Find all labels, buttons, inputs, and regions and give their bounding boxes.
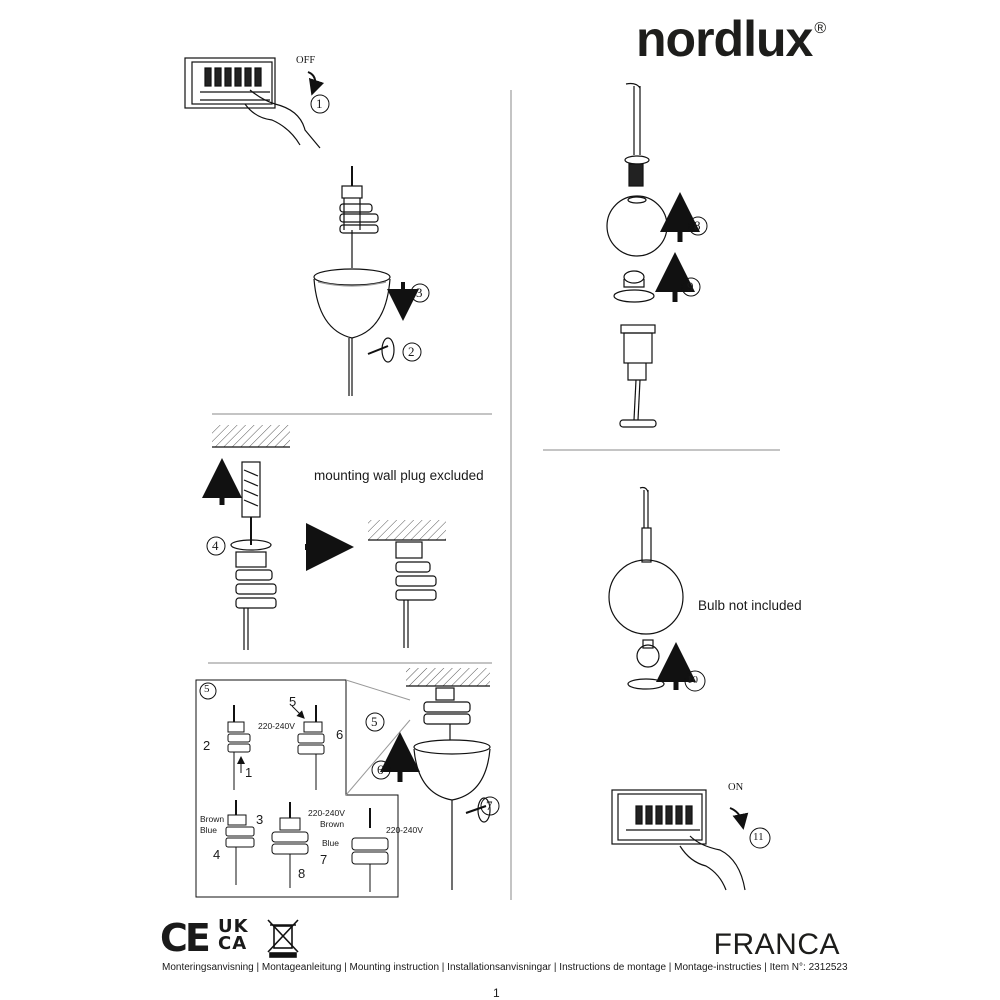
wiring-num-8: 8 bbox=[298, 866, 306, 881]
wiring-sub-figures bbox=[225, 705, 389, 892]
wall-plug-and-bracket bbox=[230, 461, 277, 650]
wiring-brown-1: Brown bbox=[200, 814, 225, 824]
wall-plug-note: mounting wall plug excluded bbox=[314, 468, 484, 483]
step-1-circle bbox=[310, 94, 330, 114]
ukca-mark-ca: CA bbox=[218, 933, 248, 954]
section-dividers bbox=[208, 90, 780, 900]
page-number: 1 bbox=[493, 986, 500, 1000]
wiring-voltage-2: 220-240V bbox=[308, 808, 345, 818]
wiring-num-4: 4 bbox=[213, 847, 221, 862]
step-4-number: 4 bbox=[212, 538, 219, 553]
step-5-circle-detail bbox=[199, 682, 217, 700]
wiring-blue-1: Blue bbox=[200, 825, 218, 835]
step-10-circle bbox=[684, 670, 706, 692]
assembled-pendant bbox=[608, 486, 684, 690]
step-7-number: 7 bbox=[486, 798, 493, 813]
wiring-num-7: 7 bbox=[320, 852, 328, 867]
wiring-num-1: 1 bbox=[245, 765, 253, 780]
off-label: OFF bbox=[296, 55, 316, 66]
wiring-num-2: 2 bbox=[203, 738, 211, 753]
ukca-mark: UK CA bbox=[218, 916, 249, 954]
off-arrow-icon bbox=[307, 71, 325, 96]
step-3-circle bbox=[410, 283, 430, 303]
step-8-circle bbox=[688, 216, 708, 236]
step-5-number: 5 bbox=[371, 714, 378, 729]
step-10-number: 10 bbox=[687, 674, 698, 686]
step-4-circle bbox=[206, 536, 226, 556]
step-9-circle bbox=[681, 277, 701, 297]
connected-bracket-canopy bbox=[413, 687, 491, 890]
step-9-number: 9 bbox=[687, 279, 694, 294]
on-arrow-icon bbox=[729, 807, 749, 830]
detail-step-5-number: 5 bbox=[204, 683, 210, 695]
brand-logo: nordlux® bbox=[636, 10, 826, 68]
wiring-brown-2: Brown bbox=[320, 819, 345, 829]
wiring-num-6: 6 bbox=[336, 727, 344, 742]
weee-bin-icon bbox=[267, 919, 299, 958]
step-5-circle bbox=[365, 712, 385, 732]
step-6-number: 6 bbox=[377, 762, 384, 777]
step-6-circle bbox=[371, 760, 391, 780]
wiring-blue-2: Blue bbox=[322, 838, 340, 848]
step-8-number: 8 bbox=[694, 218, 701, 233]
registered-mark: ® bbox=[814, 20, 826, 37]
wiring-num-5: 5 bbox=[289, 694, 297, 709]
ceiling-hatch-wiring bbox=[406, 668, 490, 687]
step-11-circle bbox=[749, 827, 771, 849]
wiring-voltage-1: 220-240V bbox=[258, 721, 295, 731]
ceiling-hatch-left bbox=[212, 425, 290, 448]
bulb-note: Bulb not included bbox=[698, 598, 802, 613]
on-label: ON bbox=[728, 782, 744, 793]
breaker-box-off bbox=[184, 57, 321, 149]
step-1-number: 1 bbox=[316, 96, 323, 111]
mounting-instruction-line: Monteringsanvisning | Montageanleitung |… bbox=[162, 962, 848, 973]
wiring-num-3: 3 bbox=[256, 812, 264, 827]
step-2-number: 2 bbox=[408, 344, 415, 359]
pendant-rod-and-shade bbox=[606, 82, 668, 428]
step-7-circle bbox=[480, 796, 500, 816]
ceiling-hatch-right bbox=[368, 520, 446, 541]
step-11-number: 11 bbox=[753, 831, 764, 843]
step-2-circle bbox=[402, 342, 422, 362]
product-name: FRANCA bbox=[713, 928, 840, 961]
wiring-voltage-3: 220-240V bbox=[386, 825, 423, 835]
step-3-number: 3 bbox=[416, 285, 423, 300]
mounted-bracket bbox=[395, 541, 437, 648]
ukca-mark-uk: UK bbox=[218, 916, 249, 937]
ce-mark: CE bbox=[160, 916, 211, 960]
breaker-box-on bbox=[611, 789, 746, 891]
bracket-and-canopy bbox=[313, 166, 395, 396]
brand-name: nordlux bbox=[636, 11, 813, 67]
